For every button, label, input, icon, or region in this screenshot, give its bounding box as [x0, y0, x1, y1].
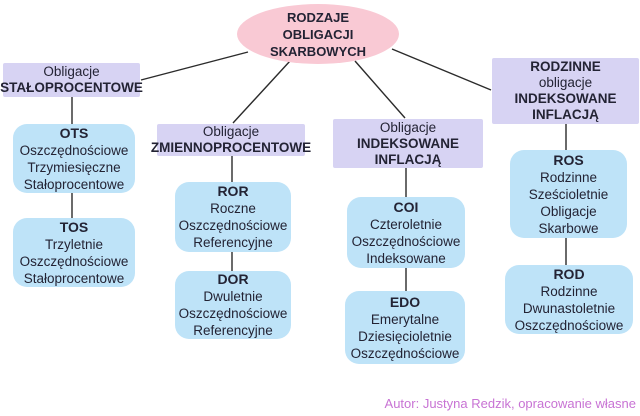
header-line: obligacje — [538, 75, 593, 90]
bond-desc-line: Dwuletnie — [203, 289, 263, 304]
header-line: INDEKSOWANE — [514, 91, 617, 106]
header-line: RODZINNE — [530, 59, 601, 74]
bond-desc-line: Stałoprocentowe — [23, 176, 125, 192]
bond-desc-line: Emerytalne — [370, 311, 440, 327]
connector-root-to-branch4 — [391, 48, 492, 91]
bond-desc-line: Oszczędnościowe — [351, 233, 461, 249]
branch-header-zmiennoprocentowe: Obligacje ZMIENNOPROCENTOWE — [151, 124, 311, 156]
bond-desc-line: Indeksowane — [366, 250, 446, 266]
bond-desc-line: Referencyjne — [193, 323, 273, 338]
child-node-ror: ROR Roczne Oszczędnościowe Referencyjne — [175, 182, 291, 252]
child-node-ros: ROS Rodzinne Sześcioletnie Obligacje Ska… — [510, 150, 627, 238]
child-node-rod: ROD Rodzinne Dwunastoletnie Oszczędności… — [505, 265, 633, 334]
header-line: Obligacje — [379, 119, 437, 135]
bond-desc-line: Rodzinne — [539, 169, 598, 185]
bond-code: ROD — [553, 265, 585, 282]
header-line: Obligacje — [202, 124, 260, 139]
bond-code: COI — [393, 198, 419, 215]
bond-code: ROS — [553, 151, 584, 168]
bond-code: TOS — [59, 218, 89, 235]
child-node-edo: EDO Emerytalne Dziesięcioletnie Oszczędn… — [345, 291, 465, 364]
bond-desc-line: Czteroletnie — [369, 216, 443, 232]
bond-code: EDO — [389, 293, 421, 310]
bond-desc-line: Roczne — [210, 201, 256, 216]
bond-code: ROR — [217, 183, 249, 199]
header-line: Obligacje — [43, 64, 100, 79]
bond-desc-line: Oszczędnościowe — [178, 306, 288, 321]
child-node-ots: OTS Oszczędnościowe Trzymiesięczne Stało… — [13, 124, 135, 193]
bond-desc-line: Oszczędnościowe — [514, 317, 624, 333]
bond-desc-line: Dwunastoletnie — [522, 300, 616, 316]
bond-desc-line: Stałoprocentowe — [23, 270, 125, 286]
credit-text: Autor: Justyna Redzik, opracowanie własn… — [384, 396, 636, 411]
bond-desc-line: Oszczędnościowe — [19, 253, 129, 269]
branch-header-staloprocentowe: Obligacje STAŁOPROCENTOWE — [0, 63, 143, 97]
bond-desc-line: Obligacje — [540, 203, 597, 219]
header-line: INFLACJĄ — [374, 151, 442, 167]
bond-desc-line: Dziesięcioletnie — [358, 328, 452, 344]
branch-header-rodzinne: RODZINNE obligacje INDEKSOWANE INFLACJĄ — [492, 58, 639, 124]
bond-desc-line: Skarbowe — [538, 220, 599, 236]
connector-root-to-branch3 — [354, 60, 406, 119]
root-title: RODZAJE OBLIGACJI SKARBOWYCH — [269, 9, 367, 59]
bond-desc-line: Oszczędnościowe — [350, 345, 460, 361]
bond-desc-line: Oszczędnościowe — [178, 218, 288, 233]
header-line: INDEKSOWANE — [356, 135, 459, 151]
header-line: STAŁOPROCENTOWE — [0, 80, 143, 95]
header-line: ZMIENNOPROCENTOWE — [150, 140, 312, 155]
root-node: RODZAJE OBLIGACJI SKARBOWYCH — [237, 4, 399, 64]
connector-root-to-branch2 — [232, 60, 291, 124]
child-node-dor: DOR Dwuletnie Oszczędnościowe Referencyj… — [175, 271, 291, 339]
bond-desc-line: Trzyletnie — [44, 236, 103, 252]
branch-header-indeksowane-inflacja: Obligacje INDEKSOWANE INFLACJĄ — [333, 119, 483, 168]
bond-code: OTS — [59, 124, 89, 141]
bond-desc-line: Oszczędnościowe — [19, 142, 129, 158]
connector-root-to-branch1 — [140, 51, 249, 81]
bond-desc-line: Referencyjne — [193, 235, 273, 250]
bond-desc-line: Rodzinne — [540, 283, 598, 299]
child-node-tos: TOS Trzyletnie Oszczędnościowe Stałoproc… — [13, 218, 135, 287]
child-node-coi: COI Czteroletnie Oszczędnościowe Indekso… — [347, 197, 465, 268]
header-line: INFLACJĄ — [532, 107, 599, 122]
bond-desc-line: Sześcioletnie — [528, 186, 609, 202]
bond-desc-line: Trzymiesięczne — [27, 159, 121, 175]
bond-code: DOR — [217, 271, 249, 287]
